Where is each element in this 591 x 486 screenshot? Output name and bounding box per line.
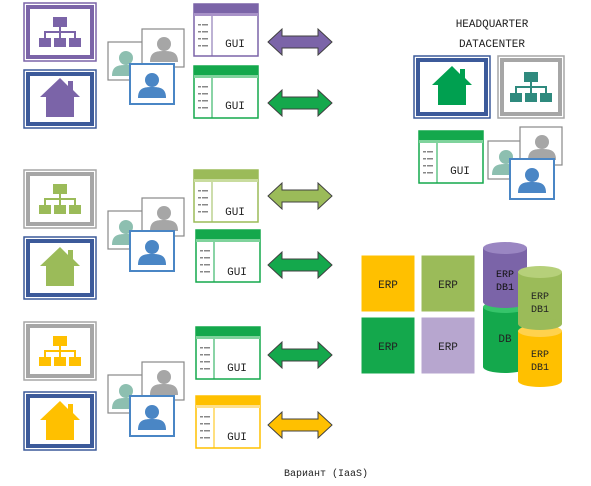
house-box-yellow <box>23 391 97 451</box>
gui-window-green-1: GUI <box>193 65 259 119</box>
diagram-caption: Вариант (IaaS) <box>284 468 368 480</box>
hq-house-box <box>413 55 491 119</box>
db-label: DB1 <box>496 283 514 294</box>
hq-users-group <box>487 126 563 200</box>
erp-cell-label: ERP <box>438 342 458 354</box>
erp-cell-label: ERP <box>378 280 398 292</box>
db-cylinder-yellow: ERP DB1 <box>518 325 562 387</box>
db-label: DB1 <box>531 363 549 374</box>
gui-window-green-2: GUI <box>195 229 261 283</box>
org-box-yellow <box>23 321 97 381</box>
gui-label: GUI <box>225 207 245 219</box>
gui-label: GUI <box>227 363 247 375</box>
db-cylinder-olive: ERP DB1 <box>518 266 562 330</box>
users-group-1 <box>107 28 185 105</box>
hq-gui-window: GUI <box>418 130 484 184</box>
house-box-purple <box>23 69 97 129</box>
db-label: ERP <box>531 350 549 361</box>
db-label: DB <box>498 334 512 346</box>
db-label: ERP <box>496 270 514 281</box>
double-arrow-icon <box>267 89 333 117</box>
gui-label: GUI <box>227 267 247 279</box>
gui-window-yellow: GUI <box>195 395 261 449</box>
erp-cell-label: ERP <box>378 342 398 354</box>
erp-cell-label: ERP <box>438 280 458 292</box>
db-label: ERP <box>531 292 549 303</box>
db-label: DB1 <box>531 305 549 316</box>
gui-window-olive: GUI <box>193 169 259 223</box>
headquarter-title: HEADQUARTER <box>456 19 529 31</box>
users-group-3 <box>107 361 185 437</box>
org-box-olive <box>23 169 97 229</box>
double-arrow-icon <box>267 251 333 279</box>
datacenter-title: DATACENTER <box>459 39 525 51</box>
gui-window-green-3: GUI <box>195 326 261 380</box>
org-box-purple <box>23 2 97 62</box>
house-box-olive <box>23 236 97 300</box>
double-arrow-icon <box>267 341 333 369</box>
users-group-2 <box>107 197 185 272</box>
double-arrow-icon <box>267 28 333 56</box>
gui-label: GUI <box>227 432 247 444</box>
double-arrow-icon <box>267 182 333 210</box>
gui-window-purple: GUI <box>193 3 259 57</box>
erp-grid: ERP ERP ERP ERP <box>360 254 476 375</box>
gui-label: GUI <box>225 101 245 113</box>
gui-label: GUI <box>225 39 245 51</box>
double-arrow-icon <box>267 411 333 439</box>
hq-org-box <box>497 55 565 119</box>
gui-label: GUI <box>450 166 470 178</box>
